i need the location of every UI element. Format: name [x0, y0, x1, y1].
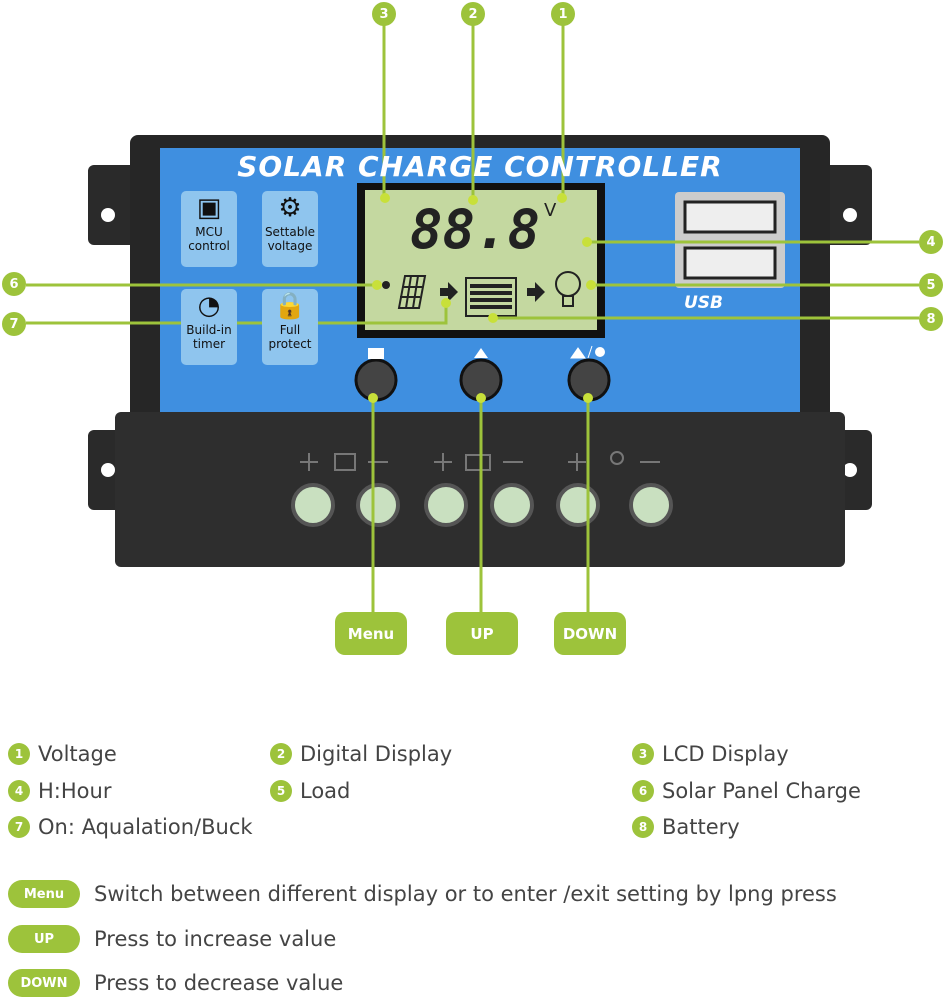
solar-panel-icon — [397, 275, 427, 309]
lcd-unit: V — [544, 200, 557, 221]
callout-4: 4 — [919, 230, 943, 254]
panel-buttons — [354, 345, 611, 402]
callout-5: 5 — [919, 273, 943, 297]
callout-3: 3 — [372, 2, 396, 26]
lcd-digits: 88.8 — [410, 198, 541, 261]
callout-7: 7 — [2, 312, 26, 336]
callout-6: 6 — [2, 272, 26, 296]
lock-icon: 🔒 — [273, 291, 307, 321]
arrow-icon — [527, 282, 545, 302]
up-button-label: UP — [446, 612, 518, 655]
callout-lines — [26, 24, 919, 612]
bulb-icon — [555, 271, 581, 307]
chip-icon: ▣ — [196, 193, 222, 223]
callout-8: 8 — [919, 307, 943, 331]
menu-button-label: Menu — [335, 612, 407, 655]
usb-label: USB — [684, 293, 724, 313]
gear-icon: ⚙ — [278, 193, 302, 223]
down-button-label: DOWN — [554, 612, 626, 655]
callout-2: 2 — [461, 2, 485, 26]
arrow-icon — [440, 282, 458, 302]
callout-1: 1 — [551, 2, 575, 26]
clock-icon: ◔ — [197, 291, 221, 321]
device-title: SOLAR CHARGE CONTROLLER — [237, 150, 723, 183]
controller-illustration — [26, 24, 919, 612]
